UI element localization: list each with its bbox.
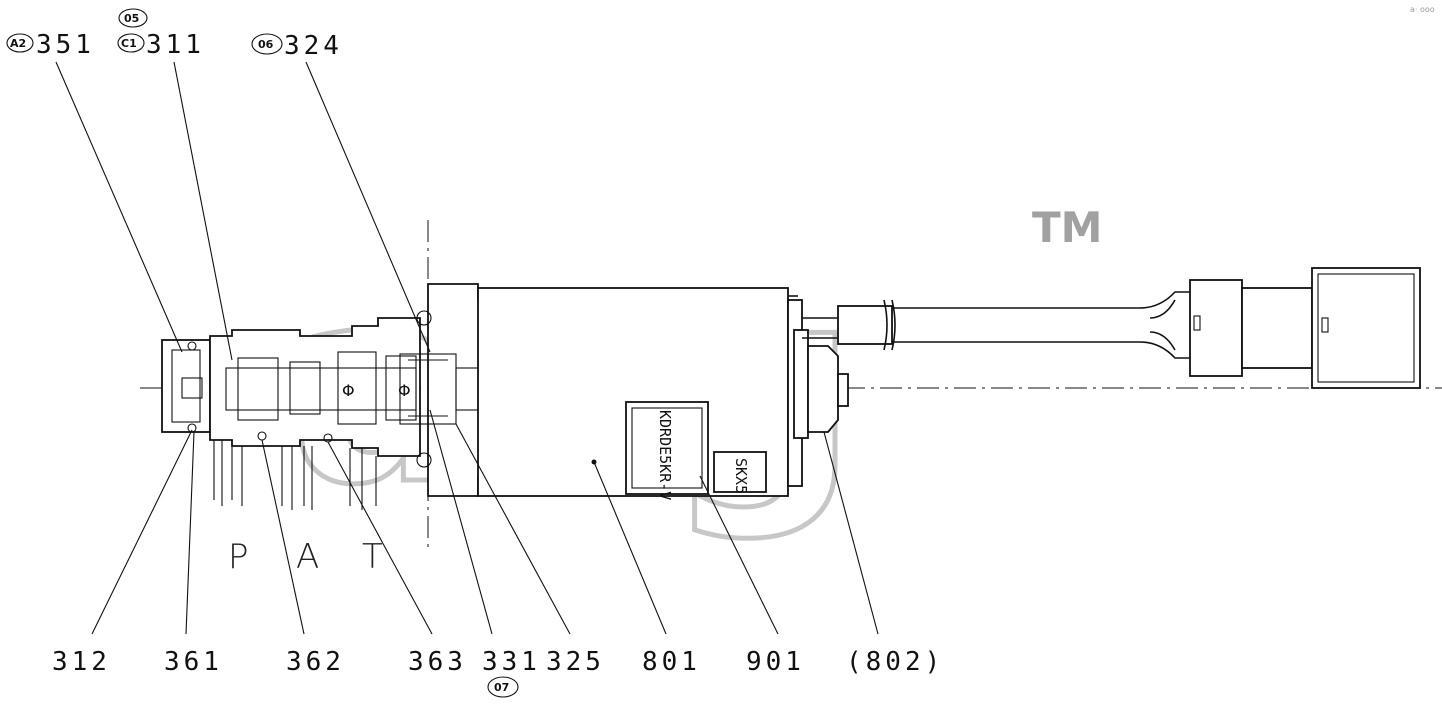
bottom-callout-801: 801 (642, 647, 701, 677)
callout-number: 331 (482, 647, 541, 677)
bottom-callout-325: 325 (546, 647, 605, 677)
callout-badge: C1 (121, 37, 137, 50)
valve-spool-section: Φ Φ (161, 317, 421, 510)
port-label-t: T (362, 537, 383, 577)
callout-badge: 07 (494, 681, 509, 694)
leader-lines (55, 61, 879, 635)
bottom-callout-362: 362 (286, 647, 345, 677)
svg-text:Φ: Φ (398, 381, 411, 400)
bottom-callout-331: 331 07 (482, 647, 541, 698)
callout-badge: A2 (10, 37, 26, 50)
top-callout-351: A2 351 (6, 30, 95, 60)
end-nut (793, 329, 849, 439)
bottom-callout-312: 312 (52, 647, 111, 677)
svg-text:Φ: Φ (342, 381, 355, 400)
bottom-callout-901: 901 (746, 647, 805, 677)
callout-number: 351 (36, 30, 95, 60)
solenoid-coil-housing: KDRDE5KR-V SKX5 (477, 287, 803, 500)
port-label-a: A (296, 537, 319, 577)
cable-and-connector (802, 267, 1421, 389)
top-callout-324: 06 324 (251, 31, 343, 61)
bottom-callout-361: 361 (164, 647, 223, 677)
bottom-callout-363: 363 (408, 647, 467, 677)
top-callout-311: 05 C1 311 (117, 8, 205, 60)
callout-number: 324 (284, 31, 343, 61)
nameplate-model: KDRDE5KR-V (656, 410, 674, 500)
nameplate-tag: SKX5 (732, 458, 750, 494)
callout-top-badge: 05 (124, 12, 139, 25)
port-label-p: P (228, 537, 249, 577)
corner-mark: a· ooo (1410, 5, 1435, 14)
watermark-trademark: TM (1032, 203, 1102, 252)
bottom-callout-802: (802) (846, 647, 944, 677)
callout-badge: 06 (258, 38, 274, 51)
callout-number: 311 (146, 30, 205, 60)
